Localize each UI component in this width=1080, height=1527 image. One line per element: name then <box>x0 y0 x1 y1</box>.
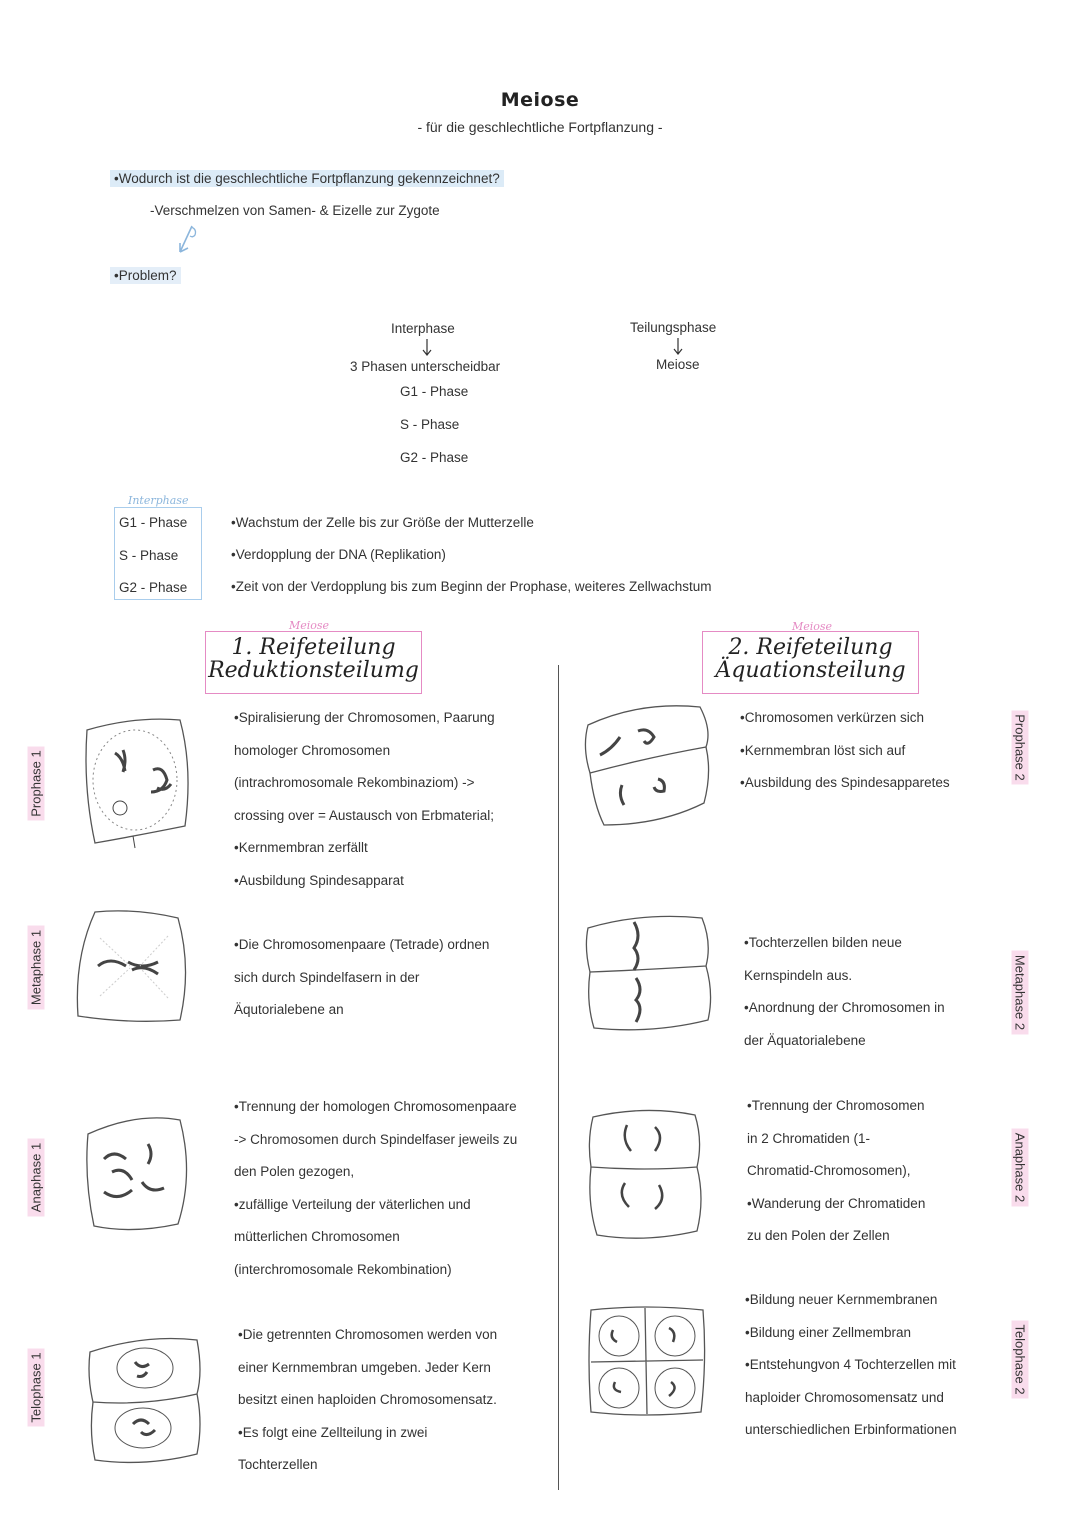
right-heading-line2: Äquationsteilung <box>703 659 918 682</box>
page-subtitle: - für die geschlechtliche Fortpflanzung … <box>0 119 1080 135</box>
label-telophase-2: Telophase 2 <box>1013 1300 1028 1420</box>
prophase-2-text: •Chromosomen verkürzen sich•Kernmembran … <box>740 702 950 800</box>
interphase-phase-s: S - Phase <box>119 548 178 563</box>
anaphase-2-cell-drawing <box>585 1103 710 1243</box>
intro-answer: -Verschmelzen von Samen- & Eizelle zur Z… <box>150 203 440 218</box>
telophase-2-cell-drawing <box>585 1304 710 1419</box>
metaphase-1-cell-drawing <box>70 908 195 1028</box>
intro-problem: •Problem? <box>110 267 181 284</box>
arrow-down-icon <box>420 338 434 358</box>
label-telophase-1: Telophase 1 <box>29 1328 44 1448</box>
label-prophase-2: Prophase 2 <box>1013 688 1028 808</box>
right-heading-line1: 2. Reifeteilung <box>703 636 918 659</box>
label-prophase-1: Prophase 1 <box>29 724 44 844</box>
overview-interphase: Interphase <box>391 321 455 336</box>
interphase-text-g1: •Wachstum der Zelle bis zur Größe der Mu… <box>231 515 534 530</box>
left-heading: 1. Reifeteilung Reduktionsteilumg <box>205 631 422 694</box>
arrow-down-icon <box>172 222 202 258</box>
prophase-1-cell-drawing <box>75 708 200 853</box>
interphase-tag: Interphase <box>128 494 188 507</box>
column-divider <box>558 665 559 1490</box>
anaphase-1-text: •Trennung der homologen Chromosomenpaare… <box>234 1091 517 1286</box>
left-heading-line1: 1. Reifeteilung <box>206 636 421 659</box>
intro-question: •Wodurch ist die geschlechtliche Fortpfl… <box>110 170 504 187</box>
interphase-text-s: •Verdopplung der DNA (Replikation) <box>231 547 446 562</box>
anaphase-1-cell-drawing <box>82 1104 197 1239</box>
telophase-2-text: •Bildung neuer Kernmembranen•Bildung ein… <box>745 1284 957 1447</box>
right-heading: 2. Reifeteilung Äquationsteilung <box>702 631 919 694</box>
interphase-phase-g2: G2 - Phase <box>119 580 187 595</box>
page-title: Meiose <box>0 89 1080 111</box>
metaphase-2-cell-drawing <box>582 908 717 1038</box>
telophase-1-cell-drawing <box>85 1332 205 1467</box>
label-metaphase-2: Metaphase 2 <box>1013 933 1028 1053</box>
prophase-1-text: •Spiralisierung der Chromosomen, Paarung… <box>234 702 495 897</box>
label-anaphase-2: Anaphase 2 <box>1013 1108 1028 1228</box>
arrow-down-icon <box>671 337 685 357</box>
overview-phase-g1: G1 - Phase <box>400 384 468 399</box>
prophase-2-cell-drawing <box>580 695 715 835</box>
overview-phase-g2: G2 - Phase <box>400 450 468 465</box>
label-metaphase-1: Metaphase 1 <box>29 908 44 1028</box>
overview-phase-s: S - Phase <box>400 417 459 432</box>
interphase-text-g2: •Zeit von der Verdopplung bis zum Beginn… <box>231 579 711 594</box>
overview-meiose: Meiose <box>656 357 700 372</box>
label-anaphase-1: Anaphase 1 <box>29 1118 44 1238</box>
overview-teilungsphase: Teilungsphase <box>630 320 716 335</box>
overview-interphase-sub: 3 Phasen unterscheidbar <box>350 359 500 374</box>
interphase-phase-g1: G1 - Phase <box>119 515 187 530</box>
left-heading-line2: Reduktionsteilumg <box>206 659 421 682</box>
